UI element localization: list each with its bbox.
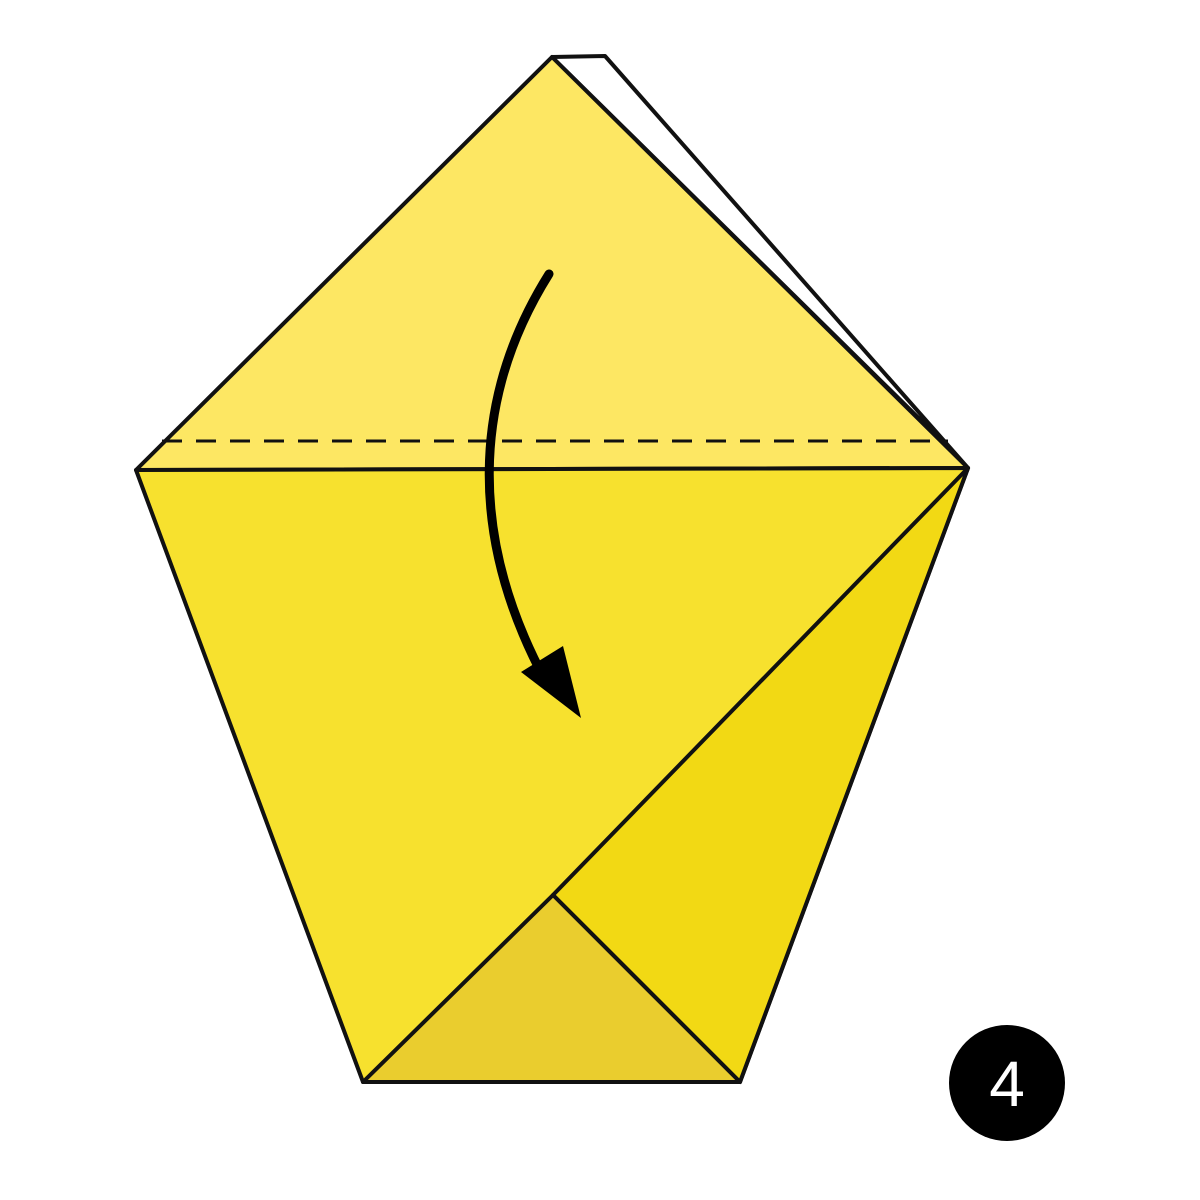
top-flap bbox=[134, 55, 970, 472]
step-number: 4 bbox=[989, 1048, 1025, 1120]
step-badge bbox=[949, 1025, 1065, 1141]
arrow-head bbox=[521, 646, 581, 718]
curved-arrow-down-icon bbox=[484, 269, 554, 685]
bottom-pocket bbox=[361, 893, 742, 1084]
